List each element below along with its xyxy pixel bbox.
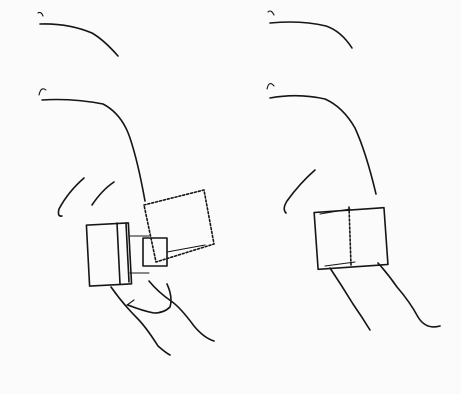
paper-background <box>0 0 461 394</box>
diagram-svg <box>0 0 461 394</box>
cuff-application-diagram <box>0 0 461 394</box>
